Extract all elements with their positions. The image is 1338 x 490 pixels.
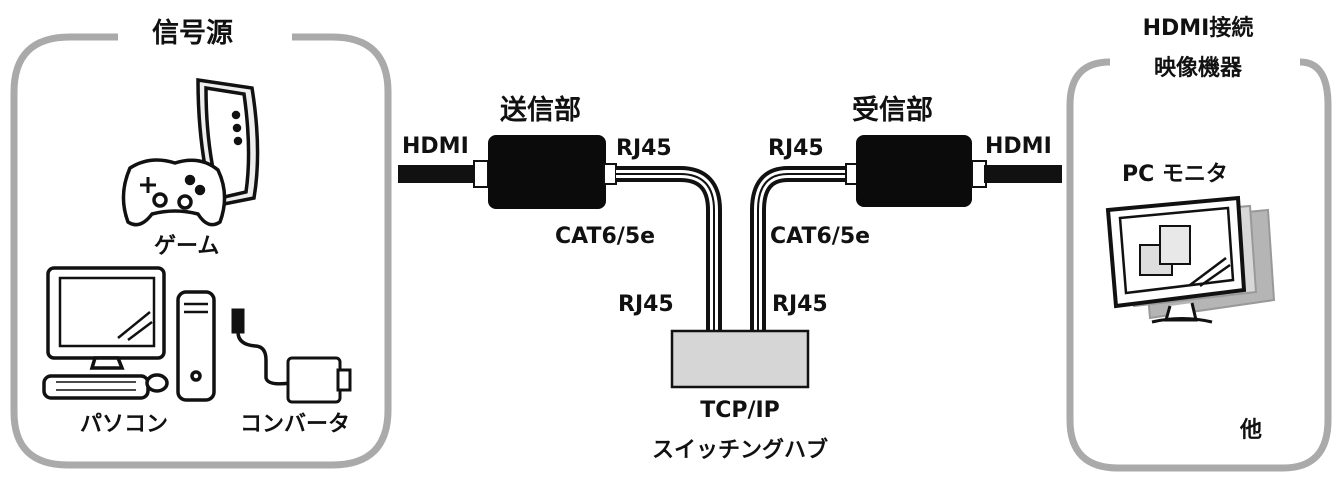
- game-label: ゲーム: [154, 234, 220, 259]
- sender-rj45-label: RJ45: [616, 136, 672, 161]
- sender-title: 送信部: [500, 95, 581, 126]
- sender-switch-port-label: RJ45: [618, 292, 674, 317]
- receiver-hdmi-label: HDMI: [985, 134, 1052, 159]
- sender-rj45-plug: [603, 163, 617, 185]
- source-panel-title: 信号源: [152, 18, 233, 49]
- monitor-label: PC モニタ: [1122, 162, 1228, 187]
- receiver-title: 受信部: [852, 95, 933, 126]
- receiver-hdmi-cable: [971, 160, 1062, 188]
- game-console-icon: [121, 77, 260, 227]
- switching-hub: [670, 329, 810, 389]
- receiver-switch-port-label: RJ45: [772, 292, 828, 317]
- pc-label: パソコン: [80, 412, 169, 437]
- sender-cable-label: CAT6/5e: [555, 224, 656, 249]
- display-panel-title-line2: 映像機器: [1153, 56, 1242, 81]
- other-devices-label: 他: [1240, 418, 1263, 443]
- converter-label: コンバータ: [240, 412, 351, 437]
- sender-hdmi-label: HDMI: [402, 134, 469, 159]
- sender-unit: [488, 135, 606, 209]
- receiver-rj45-label: RJ45: [768, 136, 824, 161]
- receiver-unit: [856, 135, 972, 207]
- source-panel-frame: [10, 33, 392, 469]
- converter-icon: [231, 308, 352, 404]
- pc-monitor-icon: [1105, 195, 1276, 324]
- receiver-lan-cable: [750, 166, 849, 332]
- sender-lan-cable: [616, 166, 722, 332]
- display-panel-frame: [1066, 58, 1332, 472]
- receiver-cable-label: CAT6/5e: [770, 224, 871, 249]
- desktop-pc-icon: [42, 266, 216, 402]
- sender-hdmi-cable: [398, 160, 489, 188]
- switch-hub-protocol-label: TCP/IP: [700, 398, 780, 423]
- switch-hub-name-label: スイッチングハブ: [651, 438, 828, 463]
- display-panel-title-line1: HDMI接続: [1142, 16, 1254, 41]
